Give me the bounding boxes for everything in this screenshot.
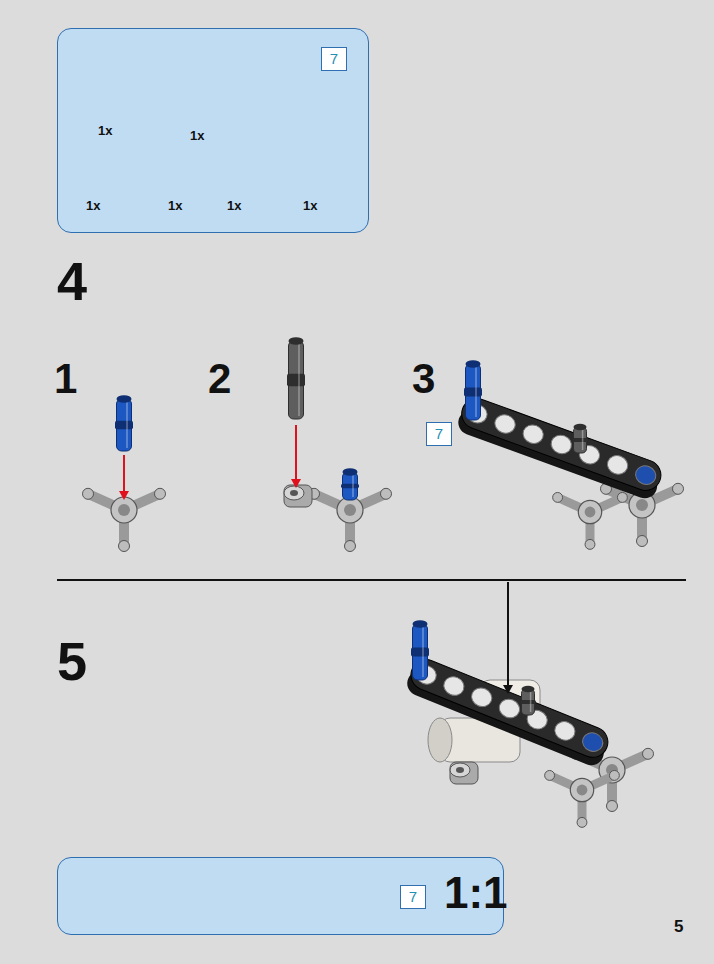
pin (572, 424, 588, 453)
scale-label: 1:1 (444, 867, 508, 920)
callout-text: 7 (330, 50, 338, 67)
three-way-hub (553, 492, 628, 549)
step-art (83, 337, 684, 827)
assembly-arrow-head (119, 491, 129, 500)
assembly-arrow-head (503, 685, 513, 694)
pin-connector (284, 485, 312, 507)
pin (411, 620, 429, 680)
step-number: 4 (57, 252, 87, 311)
parts-list-box: 1x 1x 1x 1x 1x 1x 7 (57, 28, 369, 233)
assembly-arrow (295, 425, 297, 480)
quantity-label: 1x (98, 123, 112, 138)
quantity-label: 1x (86, 198, 100, 213)
assembly-arrow (123, 455, 125, 492)
divider-line (57, 579, 686, 581)
pin (287, 337, 305, 419)
assembly-arrow (507, 582, 509, 686)
quantity-label: 1x (168, 198, 182, 213)
callout-number: 7 (400, 885, 426, 909)
callout-number: 7 (321, 47, 347, 71)
callout-number: 7 (426, 422, 452, 446)
pin (115, 395, 133, 451)
pin (520, 686, 536, 715)
quantity-label: 1x (303, 198, 317, 213)
page-number: 5 (674, 918, 683, 937)
three-way-hub (545, 770, 620, 827)
callout-text: 7 (435, 425, 443, 442)
quantity-label: 1x (227, 198, 241, 213)
pin-connector (450, 762, 478, 784)
step-number: 5 (57, 632, 87, 691)
three-way-hub (83, 488, 166, 551)
scale-bar: 1:17 (57, 857, 504, 935)
quantity-label: 1x (190, 128, 204, 143)
substep-number: 3 (412, 356, 435, 402)
substep-number: 1 (54, 356, 77, 402)
substep-number: 2 (208, 356, 231, 402)
pin (341, 468, 359, 500)
callout-text: 7 (409, 888, 417, 905)
liftarm-beam (455, 394, 665, 502)
pin (464, 360, 482, 420)
assembly-arrow-head (291, 479, 301, 488)
